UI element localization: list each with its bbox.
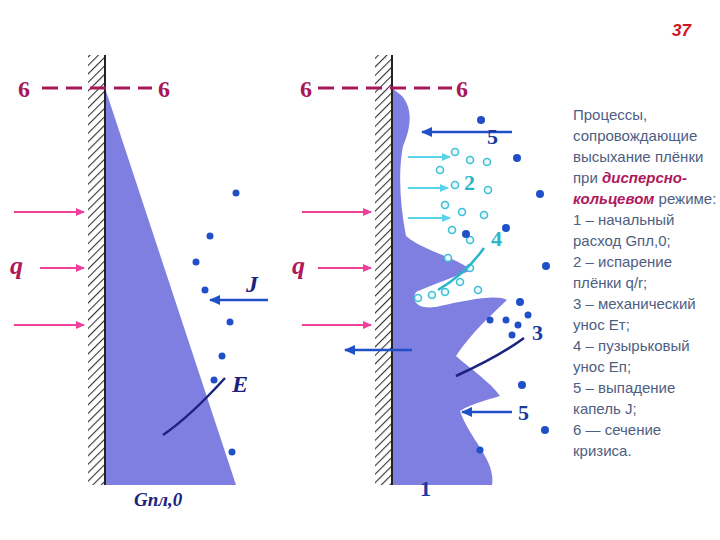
legend-item: 5 – выпадение капель J; [573,377,717,419]
legend-heading: Процессы, сопровождающие высыхание плёнк… [573,104,717,209]
callout-number: 1 [420,478,431,500]
wall [375,55,392,485]
section-label: 6 [300,77,312,101]
heat-flux-arrows [14,212,84,325]
heat-flux-label: q [292,253,305,279]
heat-flux-label: q [10,253,23,279]
entrainment-label: E [232,372,248,396]
droplets [462,116,550,454]
liquid-film [392,88,507,485]
bubbles [415,149,492,302]
legend-text: Процессы, сопровождающие высыхание плёнк… [573,104,717,461]
film-flow-label: Gпл,0 [134,490,182,509]
legend-item: 1 – начальный расход Gпл,0; [573,209,717,251]
legend-item: 4 – пузырьковый унос Eп; [573,335,717,377]
callout-number: 5 [518,402,529,424]
evaporation-arrows [408,157,450,218]
deposition-arrow [210,299,268,302]
entrainment-curve [163,378,225,435]
deposition-label: J [246,272,258,296]
detachment-arrow [345,349,412,352]
liquid-film [105,88,236,485]
deposition-arrow [422,131,512,134]
callout-number: 5 [487,126,498,148]
section-label: 6 [456,77,468,101]
callout-number: 3 [532,322,543,344]
bubble-entrainment-curve [438,248,484,290]
page-number: 37 [672,22,691,39]
legend-item: 6 — сечение кризиса. [573,419,717,461]
crisis-section-line [42,87,152,90]
section-label: 6 [18,77,30,101]
mechanical-entrainment-curve [456,338,524,376]
deposition-arrow [462,411,512,414]
heat-flux-arrows [302,212,371,325]
crisis-section-line [318,87,452,90]
droplets [193,190,240,456]
legend-item: 3 – механический унос Eт; [573,293,717,335]
callout-number: 2 [464,172,475,194]
section-label: 6 [158,77,170,101]
legend-item: 2 – испарение плёнки q/r; [573,251,717,293]
callout-number: 4 [491,228,502,250]
wall [88,55,105,485]
heading-text: режиме: [659,190,717,207]
